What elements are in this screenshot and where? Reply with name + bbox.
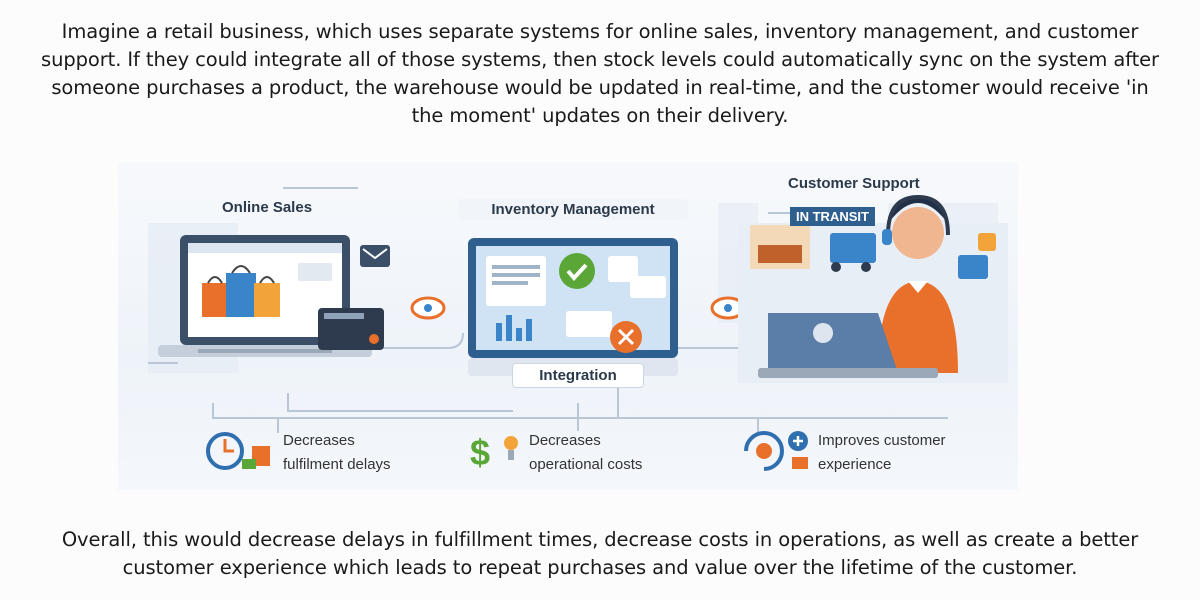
benefit-line: Improves customer	[818, 432, 946, 449]
illustration-graphics: $	[148, 187, 1008, 473]
support-cycle-icon	[744, 431, 808, 471]
svg-text:$: $	[470, 432, 490, 473]
benefit-line: Decreases	[283, 432, 355, 449]
inventory-monitor	[468, 238, 678, 376]
customer-support-scene	[738, 194, 1008, 383]
sync-cloud-right	[710, 296, 746, 320]
benefit-experience: Improves customer experience	[818, 429, 946, 477]
sync-cloud-left	[410, 296, 446, 320]
dollar-icon: $	[470, 432, 518, 473]
integration-illustration: $ Online Sales Inventory Management Cust…	[118, 163, 1018, 490]
inventory-management-label: Inventory Management	[458, 199, 688, 220]
online-sales-label: Online Sales	[222, 199, 313, 216]
clock-icon	[206, 432, 270, 470]
benefit-line: fulfilment delays	[283, 456, 391, 473]
integration-label: Integration	[512, 363, 644, 388]
benefit-line: experience	[818, 456, 892, 473]
benefit-line: Decreases	[529, 432, 601, 449]
connector-lines	[148, 187, 948, 433]
customer-support-label: Customer Support	[788, 175, 920, 192]
online-sales-laptop	[158, 235, 390, 357]
outro-paragraph: Overall, this would decrease delays in f…	[61, 528, 1139, 579]
benefit-costs: Decreases operational costs	[529, 429, 642, 477]
benefit-fulfilment: Decreases fulfilment delays	[283, 429, 391, 477]
in-transit-badge: IN TRANSIT	[790, 207, 875, 226]
intro-paragraph: Imagine a retail business, which uses se…	[41, 20, 1159, 127]
benefit-line: operational costs	[529, 456, 643, 473]
